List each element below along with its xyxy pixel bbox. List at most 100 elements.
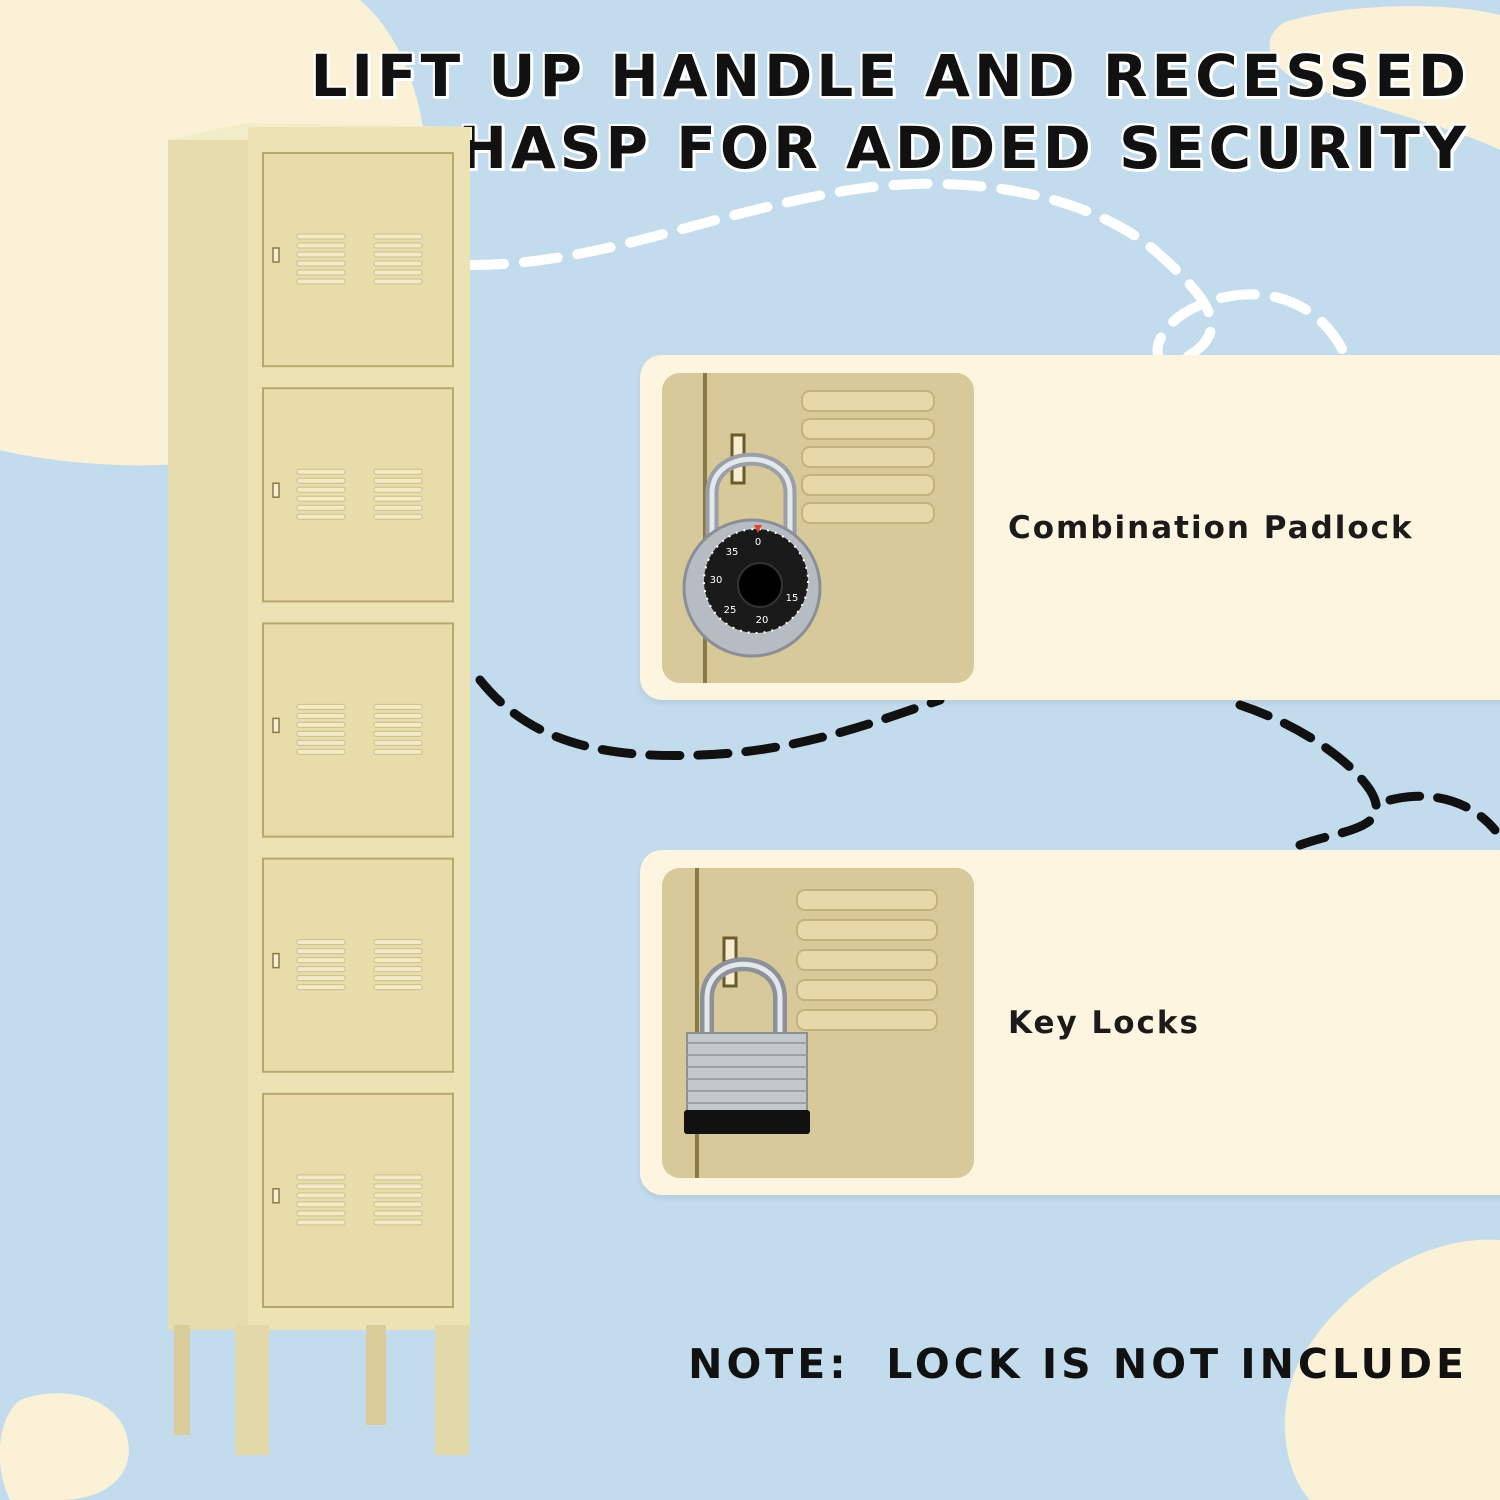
vent-slat	[373, 957, 423, 964]
vent-slat	[296, 495, 346, 502]
cream-blob-top-right	[1269, 6, 1500, 151]
vent-slat	[373, 1174, 423, 1181]
vent-louvers	[796, 889, 938, 1031]
feature-card-combination-padlock: 0 35 30 25 20 15 Combination Padlock	[640, 355, 1500, 700]
vent-slat	[373, 513, 423, 520]
locker-door-panel	[262, 152, 454, 368]
locker-door	[262, 387, 454, 603]
vent-slat	[373, 1219, 423, 1226]
vent-slat	[373, 1210, 423, 1217]
vent-louvers	[801, 390, 935, 524]
vent-slat	[296, 730, 346, 737]
vent-slat	[373, 730, 423, 737]
vent-slat	[296, 468, 346, 475]
headline-line-2: HASP FOR ADDED SECURITY	[458, 114, 1470, 182]
vent-slat	[296, 966, 346, 973]
vent-slat	[373, 233, 423, 240]
vent-slat	[296, 975, 346, 982]
dashed-path-dark	[475, 675, 1500, 850]
vent-slat	[373, 739, 423, 746]
locker-door	[262, 622, 454, 838]
vent-slat	[296, 504, 346, 511]
vent-slat	[296, 1174, 346, 1181]
vent-slat	[296, 1183, 346, 1190]
vent-slat	[373, 748, 423, 755]
svg-text:30: 30	[710, 575, 723, 586]
cream-blob-bottom-right	[1284, 1239, 1500, 1500]
note-text: NOTE: LOCK IS NOT INCLUDE	[688, 1340, 1468, 1388]
svg-text:20: 20	[756, 615, 769, 626]
vent-slat	[373, 242, 423, 249]
key-padlock-photo	[662, 868, 974, 1178]
vent-slat	[296, 513, 346, 520]
vent-slat	[296, 251, 346, 258]
vent-slat	[296, 242, 346, 249]
vent-slat	[296, 948, 346, 955]
vent-slat	[373, 703, 423, 710]
feature-label-combination-padlock: Combination Padlock	[1008, 509, 1414, 546]
vent-slat	[373, 504, 423, 511]
vent-slat	[296, 269, 346, 276]
vent-slat	[296, 233, 346, 240]
locker-illustration	[168, 123, 472, 1455]
headline-line-1: LIFT UP HANDLE AND RECESSED	[310, 42, 1470, 110]
feature-card-key-locks: Key Locks	[640, 850, 1500, 1195]
vent-slat	[373, 278, 423, 285]
vent-slat	[373, 975, 423, 982]
door-hasp	[272, 952, 280, 969]
vent-slat	[296, 1201, 346, 1208]
door-hasp	[272, 247, 280, 263]
vent-slat	[373, 477, 423, 484]
vent-slat	[296, 1219, 346, 1226]
vent-slat	[296, 486, 346, 493]
svg-text:25: 25	[724, 605, 737, 616]
combination-padlock-icon: 0 35 30 25 20 15	[662, 373, 974, 683]
vent-slat	[373, 269, 423, 276]
door-hasp	[272, 1188, 280, 1204]
vent-slat	[296, 278, 346, 285]
locker-door	[262, 1092, 454, 1308]
vent-slat	[373, 251, 423, 258]
vent-slat	[373, 712, 423, 719]
door-hasp	[272, 717, 280, 734]
locker-leg-front-right	[435, 1325, 469, 1455]
vent-slat	[373, 966, 423, 973]
key-padlock-icon	[662, 868, 974, 1178]
locker-leg-back-left	[174, 1325, 190, 1435]
combination-padlock-photo: 0 35 30 25 20 15	[662, 373, 974, 683]
dashed-path-white	[465, 178, 1350, 369]
svg-text:15: 15	[786, 593, 799, 604]
vent-slat	[373, 1201, 423, 1208]
vent-slat	[296, 712, 346, 719]
vent-slat	[296, 939, 346, 946]
vent-slat	[296, 260, 346, 267]
vent-slat	[373, 486, 423, 493]
locker-side-panel	[168, 140, 248, 1330]
locker-door	[262, 857, 454, 1073]
locker-doors	[262, 152, 454, 1308]
svg-text:0: 0	[755, 537, 761, 548]
vent-slat	[296, 1210, 346, 1217]
vent-slat	[296, 703, 346, 710]
locker-door	[262, 152, 454, 368]
locker-leg-back-right	[366, 1325, 386, 1425]
vent-slat	[296, 957, 346, 964]
locker-leg-front-left	[235, 1325, 269, 1455]
headline: LIFT UP HANDLE AND RECESSED HASP FOR ADD…	[310, 40, 1470, 184]
vent-slat	[373, 939, 423, 946]
vent-slat	[296, 477, 346, 484]
vent-slat	[373, 468, 423, 475]
vent-slat	[373, 260, 423, 267]
door-hasp	[272, 482, 280, 498]
svg-text:35: 35	[726, 547, 739, 558]
vent-slat	[373, 721, 423, 728]
locker-door-panel	[262, 1092, 454, 1308]
vent-slat	[373, 1183, 423, 1190]
locker-door-panel	[262, 857, 454, 1073]
vent-slat	[296, 984, 346, 991]
locker-door-panel	[262, 387, 454, 603]
vent-slat	[373, 495, 423, 502]
locker-door-panel	[262, 622, 454, 838]
vent-slat	[296, 739, 346, 746]
